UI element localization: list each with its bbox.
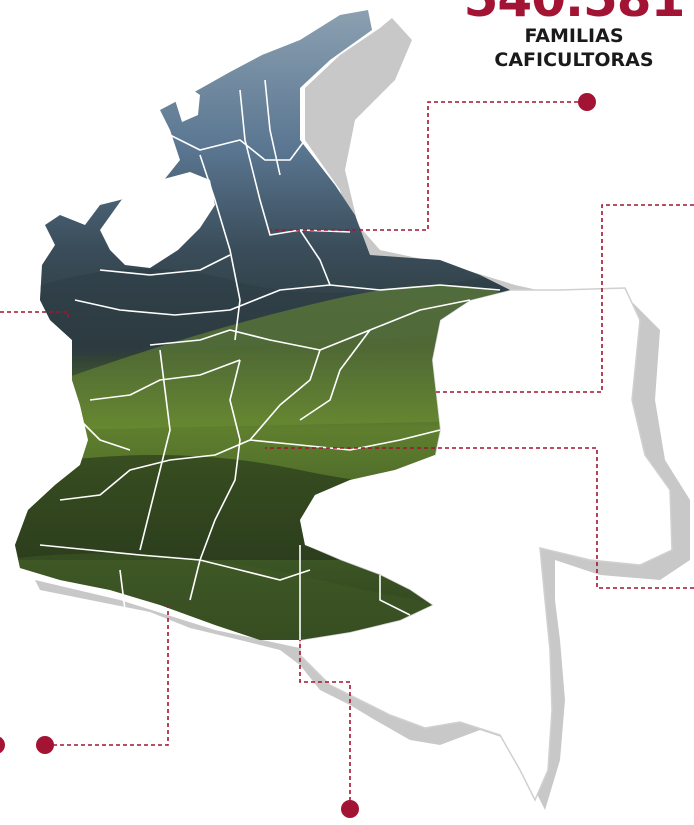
stat-block: 540.581 FAMILIAS CAFICULTORAS — [454, 0, 694, 72]
connector-left — [0, 311, 69, 320]
map-white-mid — [300, 455, 440, 570]
connector-bottom-left — [46, 605, 169, 746]
department-borders — [39, 79, 501, 640]
marker-dot-icon — [0, 736, 5, 754]
connector-right-upper — [435, 204, 694, 393]
connector-right-lower — [265, 447, 694, 589]
marker-dot-icon — [578, 93, 596, 111]
stat-label-line2: CAFICULTORAS — [494, 49, 654, 71]
connector-lines — [0, 101, 694, 808]
marker-dot-icon — [36, 736, 54, 754]
map-lake-top — [175, 88, 200, 122]
stat-number: 540.581 — [454, 0, 694, 24]
marker-dot-icon — [341, 800, 359, 818]
connector-bottom — [299, 640, 351, 808]
stat-label-line1: FAMILIAS — [524, 25, 624, 47]
map-lake-north — [100, 172, 215, 268]
connector-top — [270, 101, 585, 231]
